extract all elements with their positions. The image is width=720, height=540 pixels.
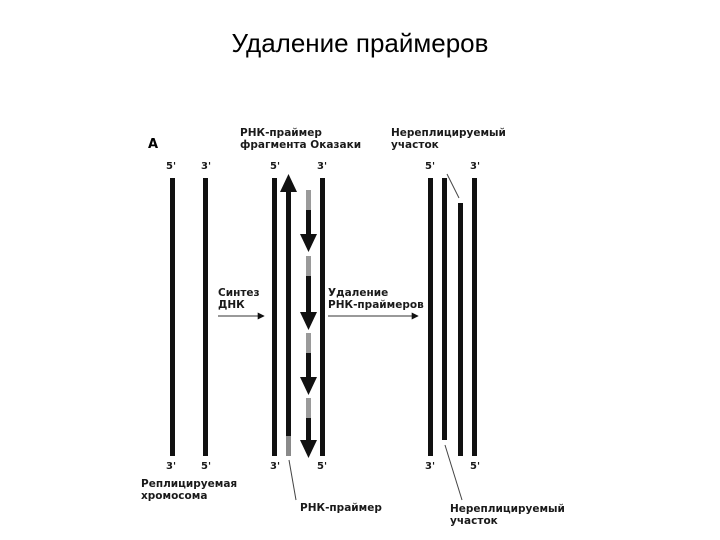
okazaki-primer-2 <box>306 256 311 276</box>
polarity-bottom-5: 3' <box>425 461 436 472</box>
label-okazaki-primer: РНК-праймер фрагмента Оказаки <box>240 127 361 151</box>
label-rna-primer-bottom: РНК-праймер <box>300 502 382 514</box>
polarity-top-3: 5' <box>270 161 281 172</box>
okazaki-primer-3 <box>306 333 311 353</box>
label-replicated-chromosome-line1: Реплицируемая <box>141 478 238 490</box>
parent-strand-right <box>203 178 208 456</box>
label-primer-removal-line1: Удаление <box>328 287 389 299</box>
leader-unreplicated-top <box>446 173 460 199</box>
okazaki-fragment-4 <box>300 418 317 458</box>
label-dna-synthesis: Синтез ДНК <box>218 287 260 311</box>
label-replicated-chromosome: Реплицируемая хромосома <box>141 478 237 502</box>
polarity-bottom-2: 5' <box>201 461 212 472</box>
leader-rna-primer <box>288 459 297 501</box>
polarity-bottom-4: 5' <box>317 461 328 472</box>
okazaki-primer-1 <box>306 190 311 210</box>
label-primer-removal: Удаление РНК-праймеров <box>328 287 424 311</box>
label-unreplicated-top-line1: Нереплицируемый <box>391 127 506 139</box>
leading-rna-primer <box>286 436 291 456</box>
polarity-top-4: 3' <box>317 161 328 172</box>
result-strand-3 <box>458 203 463 456</box>
template-strand-left <box>272 178 277 456</box>
label-unreplicated-top: Нереплицируемый участок <box>391 127 506 151</box>
leading-strand-arrow <box>280 174 297 436</box>
okazaki-fragment-2 <box>300 276 317 330</box>
label-dna-synthesis-line1: Синтез <box>218 287 260 299</box>
slide-title: Удаление праймеров <box>231 28 489 58</box>
result-strand-1 <box>428 178 433 456</box>
label-okazaki-primer-line2: фрагмента Оказаки <box>240 139 362 151</box>
label-primer-removal-line2: РНК-праймеров <box>328 299 424 311</box>
leader-unreplicated-bottom <box>444 444 463 501</box>
label-dna-synthesis-line2: ДНК <box>218 299 245 311</box>
label-unreplicated-bottom-line1: Нереплицируемый <box>450 503 565 515</box>
template-strand-right <box>320 178 325 456</box>
label-unreplicated-bottom-line2: участок <box>450 515 498 527</box>
polarity-top-5: 5' <box>425 161 436 172</box>
label-unreplicated-top-line2: участок <box>391 139 439 151</box>
panel-label: A <box>148 137 159 152</box>
label-unreplicated-bottom: Нереплицируемый участок <box>450 503 565 527</box>
label-replicated-chromosome-line2: хромосома <box>141 490 208 502</box>
result-strand-2 <box>442 178 447 440</box>
polarity-top-1: 5' <box>166 161 177 172</box>
okazaki-fragment-1 <box>300 210 317 252</box>
polarity-bottom-3: 3' <box>270 461 281 472</box>
label-okazaki-primer-line1: РНК-праймер <box>240 127 322 139</box>
parent-strand-left <box>170 178 175 456</box>
result-strand-4 <box>472 178 477 456</box>
okazaki-fragment-3 <box>300 353 317 395</box>
polarity-bottom-6: 5' <box>470 461 481 472</box>
polarity-bottom-1: 3' <box>166 461 177 472</box>
polarity-top-2: 3' <box>201 161 212 172</box>
polarity-top-6: 3' <box>470 161 481 172</box>
okazaki-primer-4 <box>306 398 311 418</box>
